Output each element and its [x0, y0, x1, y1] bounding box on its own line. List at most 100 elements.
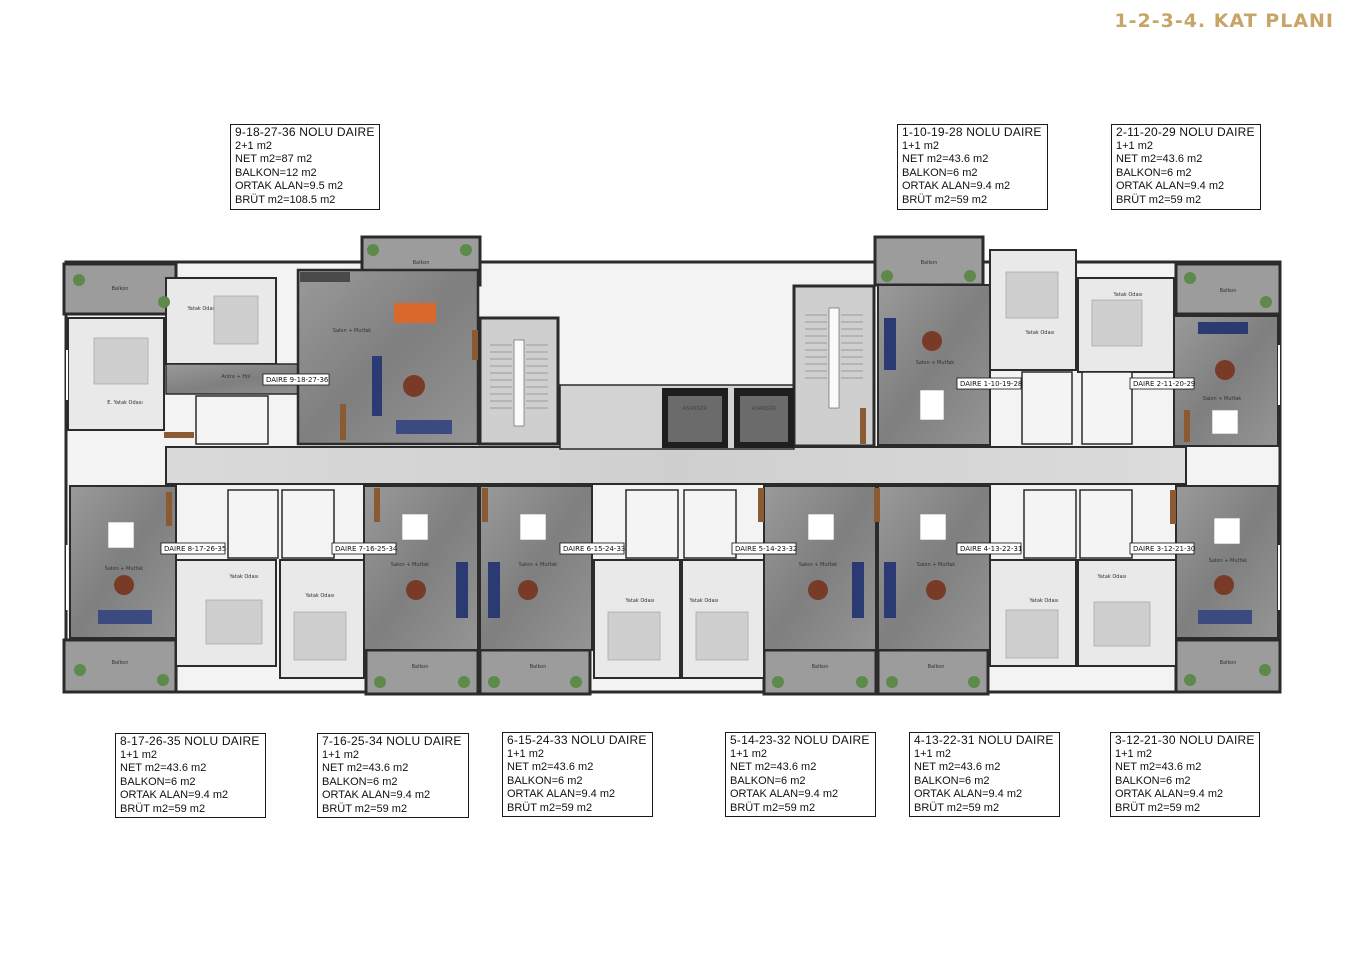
info-type: 1+1 m2 — [322, 748, 359, 761]
room-label: Yatak Odası — [186, 306, 216, 312]
apartment-6-15-24-33: Balkon Salon + Mutfak Yatak Odası DAIRE … — [478, 485, 681, 696]
bed — [293, 611, 347, 661]
dining-table — [919, 389, 945, 421]
coffee-table — [1215, 360, 1235, 380]
info-box-8-17-26-35: 8-17-26-35 NOLU DAIRE 1+1 m2 NET m2=43.6… — [115, 733, 266, 818]
info-title: 8-17-26-35 NOLU DAIRE — [120, 734, 260, 748]
coffee-table — [922, 331, 942, 351]
dining-table — [919, 513, 947, 541]
sofa — [396, 420, 452, 434]
doors — [164, 330, 1190, 526]
info-box-7-16-25-34: 7-16-25-34 NOLU DAIRE 1+1 m2 NET m2=43.6… — [317, 733, 469, 818]
unit-tag-label: DAIRE 8-17-26-35 — [164, 545, 226, 553]
balcony — [62, 262, 178, 316]
unit-tag-label: DAIRE 7-16-25-34 — [335, 545, 398, 553]
sofa — [456, 562, 468, 618]
dining-table — [107, 521, 135, 549]
apartment-7-16-25-34: Balkon Yatak Odası Salon + Mutfak DAIRE … — [279, 485, 480, 696]
unit-tag: DAIRE 9-18-27-36 — [262, 373, 330, 386]
bathroom — [1079, 489, 1133, 559]
bed — [213, 295, 259, 345]
sofa — [98, 610, 152, 624]
elevator-label: ASANSÖR — [683, 405, 708, 412]
info-brut: BRÜT m2=59 m2 — [914, 801, 1000, 814]
unit-tag-label: DAIRE 6-15-24-33 — [563, 545, 625, 553]
apartment-3-12-21-30: Balkon Yatak Odası Salon + Mutfak DAIRE … — [1077, 485, 1282, 694]
bed — [205, 599, 263, 645]
apartment-9-18-27-36: Balkon Balkon E. Yatak Odası Yatak Odası… — [62, 235, 482, 446]
room-label: Balkon — [1220, 288, 1237, 294]
sofa — [852, 562, 864, 618]
room-label: Yatak Odası — [624, 598, 654, 604]
bed — [1005, 609, 1059, 659]
sofa — [884, 318, 896, 370]
plants — [73, 244, 1272, 688]
unit-tag: DAIRE 4-13-22-31 — [956, 542, 1022, 555]
info-title: 2-11-20-29 NOLU DAIRE — [1116, 125, 1255, 139]
info-brut: BRÜT m2=59 m2 — [1116, 193, 1202, 206]
room-label: Salon + Mutfak — [917, 562, 955, 568]
info-ortak: ORTAK ALAN=9.4 m2 — [507, 788, 616, 801]
info-ortak: ORTAK ALAN=9.4 m2 — [730, 788, 839, 801]
info-balkon: BALKON=6 m2 — [507, 774, 583, 787]
dining-table — [394, 303, 436, 323]
elevator-label: ASANSÖR — [752, 405, 777, 412]
room-label: Yatak Odası — [1096, 574, 1126, 580]
unit-tag-label: DAIRE 9-18-27-36 — [266, 376, 329, 384]
info-title: 6-15-24-33 NOLU DAIRE — [507, 733, 647, 747]
unit-tag: DAIRE 6-15-24-33 — [559, 542, 625, 555]
bathroom — [227, 489, 279, 559]
room-label: Yatak Odası — [688, 598, 718, 604]
room-label: Balkon — [812, 664, 829, 670]
room-label: E. Yatak Odası — [107, 400, 142, 406]
info-balkon: BALKON=6 m2 — [902, 166, 978, 179]
room-label: Balkon — [530, 664, 547, 670]
balcony — [873, 235, 985, 287]
bed — [93, 337, 149, 385]
info-brut: BRÜT m2=59 m2 — [507, 801, 593, 814]
info-type: 1+1 m2 — [507, 747, 544, 760]
balcony — [478, 648, 592, 696]
bathroom — [281, 489, 335, 559]
info-balkon: BALKON=6 m2 — [322, 775, 398, 788]
elevator-2: ASANSÖR — [734, 388, 794, 448]
info-brut: BRÜT m2=59 m2 — [120, 802, 206, 815]
info-balkon: BALKON=6 m2 — [730, 774, 806, 787]
info-balkon: BALKON=6 m2 — [120, 775, 196, 788]
info-box-2-11-20-29: 2-11-20-29 NOLU DAIRE 1+1 m2 NET m2=43.6… — [1111, 124, 1261, 210]
apartment-2-11-20-29: Balkon Yatak Odası Salon + Mutfak DAIRE … — [1077, 262, 1282, 447]
bed — [695, 611, 749, 661]
unit-tag: DAIRE 1-10-19-28 — [956, 377, 1022, 390]
info-title: 7-16-25-34 NOLU DAIRE — [322, 734, 462, 748]
bathroom — [625, 489, 679, 559]
info-type: 1+1 m2 — [1115, 747, 1152, 760]
info-title: 5-14-23-32 NOLU DAIRE — [730, 733, 870, 747]
living-kitchen — [296, 268, 480, 446]
elevator-1: ASANSÖR — [662, 388, 728, 448]
room-label: Balkon — [112, 660, 129, 666]
info-brut: BRÜT m2=59 m2 — [322, 802, 408, 815]
bed — [1093, 601, 1151, 647]
info-type: 1+1 m2 — [914, 747, 951, 760]
room-label: Balkon — [112, 286, 129, 292]
unit-tag: DAIRE 2-11-20-29 — [1129, 377, 1195, 390]
room-label: Salon + Mutfak — [333, 328, 371, 334]
balcony — [364, 648, 480, 696]
unit-tag: DAIRE 8-17-26-35 — [160, 542, 226, 555]
dining-table — [1211, 409, 1239, 435]
info-balkon: BALKON=12 m2 — [235, 166, 317, 179]
room-label: Yatak Odası — [1112, 292, 1142, 298]
unit-tag-label: DAIRE 3-12-21-30 — [1133, 545, 1195, 553]
coffee-table — [926, 580, 946, 600]
coffee-table — [808, 580, 828, 600]
room-label: Yatak Odası — [1028, 598, 1058, 604]
bathroom — [195, 395, 269, 445]
info-ortak: ORTAK ALAN=9.5 m2 — [235, 180, 344, 193]
windows — [66, 345, 1280, 610]
room-label: Salon + Mutfak — [105, 566, 143, 572]
info-brut: BRÜT m2=59 m2 — [1115, 801, 1201, 814]
info-ortak: ORTAK ALAN=9.4 m2 — [322, 789, 431, 802]
coffee-table — [406, 580, 426, 600]
page-title: 1-2-3-4. KAT PLANI — [1114, 10, 1334, 32]
